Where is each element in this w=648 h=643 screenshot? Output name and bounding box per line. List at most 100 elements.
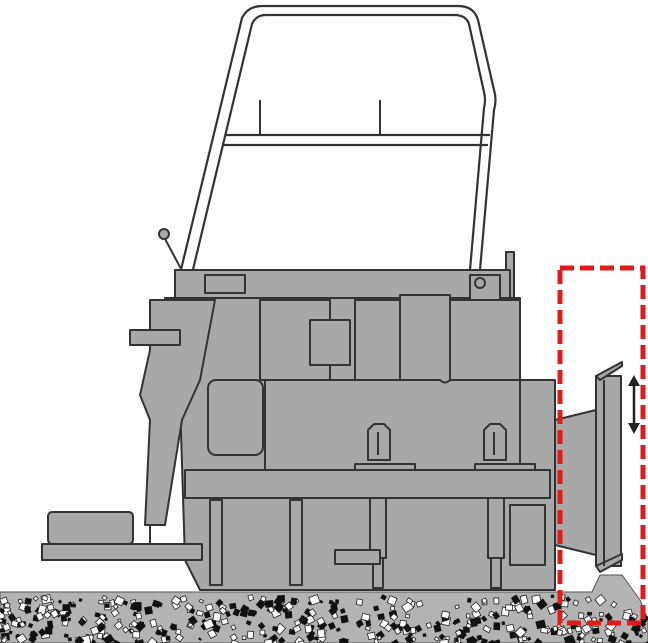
pebble: [377, 635, 382, 641]
pebble: [218, 606, 228, 615]
pebble: [277, 636, 286, 643]
pebble: [454, 629, 463, 637]
pebble: [454, 617, 461, 625]
pebble: [607, 634, 618, 643]
pebble: [493, 639, 502, 643]
pebble: [170, 595, 182, 606]
pebble: [18, 620, 27, 629]
control-lever: [158, 228, 189, 283]
pebble: [526, 636, 532, 641]
pebble: [298, 614, 309, 626]
pebble: [0, 607, 6, 615]
pebble: [513, 602, 525, 614]
pebble: [454, 604, 460, 610]
pebble: [577, 612, 585, 620]
pebble: [113, 595, 126, 607]
pebble: [264, 638, 274, 643]
pebble: [578, 631, 586, 640]
pebble: [330, 603, 339, 612]
pebble: [174, 633, 184, 643]
pebble: [32, 595, 39, 602]
pebble: [355, 598, 364, 606]
pebble: [640, 627, 648, 634]
pebble: [493, 597, 500, 605]
pebble: [505, 604, 514, 611]
pebble: [433, 624, 442, 633]
pebble: [232, 608, 241, 617]
pebble: [2, 622, 12, 632]
pebble: [405, 597, 414, 605]
pebble: [8, 630, 13, 635]
pebble: [15, 633, 28, 643]
pebble: [482, 624, 492, 634]
pebble: [465, 622, 472, 629]
pebble: [247, 594, 255, 602]
pebble: [98, 599, 104, 605]
pebble: [438, 634, 444, 640]
pebble: [572, 599, 580, 607]
pebble: [514, 626, 527, 639]
pebble: [439, 639, 450, 643]
pebble: [308, 594, 321, 606]
pebble: [230, 624, 237, 631]
pebble: [187, 622, 194, 629]
pebble: [574, 625, 582, 633]
pebble: [104, 603, 110, 608]
pebble: [389, 612, 399, 622]
pebble: [604, 612, 613, 622]
pebble: [43, 610, 52, 620]
pebble: [0, 617, 4, 624]
pebble: [632, 625, 641, 633]
pebble: [220, 617, 229, 626]
pebble: [404, 613, 411, 619]
pebble: [165, 635, 171, 641]
pebble: [273, 602, 284, 613]
pebble: [389, 639, 401, 643]
pebble: [122, 626, 130, 634]
pebble: [440, 610, 451, 620]
pebble: [454, 637, 459, 643]
pebble: [207, 628, 218, 639]
pebble: [24, 597, 32, 605]
pebble: [505, 623, 515, 633]
pebble: [64, 611, 71, 618]
pebble: [179, 595, 188, 603]
vertical-double-arrow-icon: [628, 375, 640, 434]
pebble: [488, 639, 496, 643]
pebble: [144, 606, 153, 615]
pebble: [552, 625, 559, 632]
pebble: [255, 599, 266, 610]
pebble: [94, 612, 101, 618]
pebble: [63, 633, 69, 638]
pebble: [501, 621, 506, 626]
pebble: [74, 635, 85, 643]
pebble: [386, 595, 398, 607]
pebble: [314, 636, 319, 641]
pebble: [493, 622, 501, 631]
pebble: [18, 598, 23, 604]
pebble: [625, 640, 632, 643]
pebble: [205, 603, 214, 612]
pebble: [294, 636, 305, 643]
pebble: [198, 598, 204, 604]
pebble: [610, 631, 615, 637]
pebble: [247, 609, 256, 617]
pebble: [470, 601, 482, 614]
pebble: [225, 610, 231, 618]
pebble: [257, 621, 266, 630]
canopy-frame: [176, 4, 497, 283]
pebble: [380, 594, 387, 601]
pebble: [35, 611, 45, 622]
pebble: [264, 600, 274, 608]
pebble: [491, 611, 501, 620]
pebble: [383, 623, 393, 633]
pebble: [129, 628, 135, 634]
pebble: [46, 620, 54, 629]
pebble: [422, 633, 427, 638]
pebble: [365, 619, 372, 627]
pebble: [620, 631, 630, 641]
pebble: [414, 624, 423, 633]
pebble: [480, 615, 488, 623]
